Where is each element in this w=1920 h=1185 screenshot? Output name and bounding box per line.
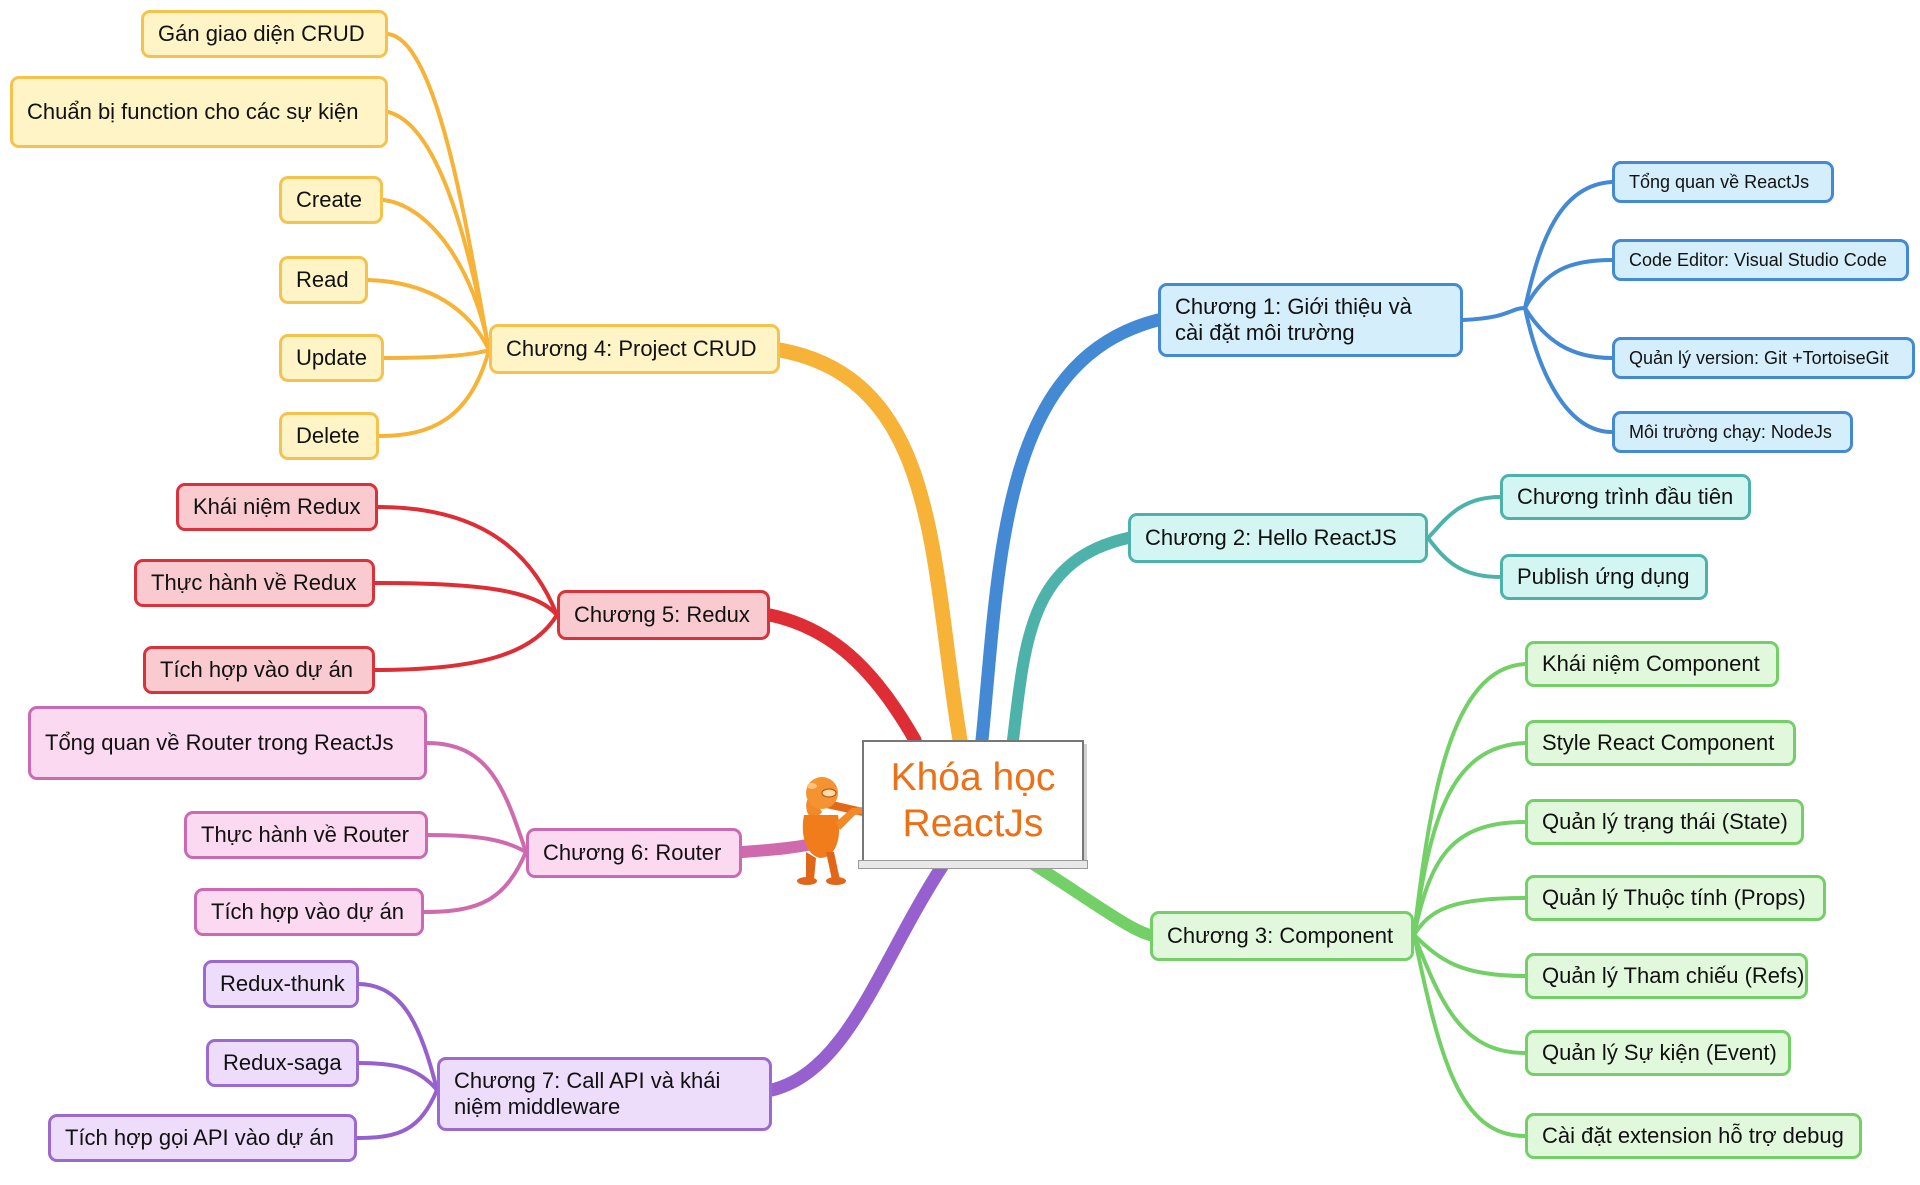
central-topic[interactable]: Khóa học ReactJs — [858, 740, 1088, 869]
chapter-3-item-7[interactable]: Cài đặt extension hỗ trợ debug — [1525, 1113, 1862, 1159]
chapter-3-item-3[interactable]: Quản lý trạng thái (State) — [1525, 799, 1804, 845]
chapter-3-item-6[interactable]: Quản lý Sự kiện (Event) — [1525, 1030, 1791, 1076]
chapter-4-item-4[interactable]: Read — [279, 256, 368, 304]
chapter-7-item-3[interactable]: Tích hợp gọi API vào dự án — [48, 1114, 357, 1162]
chapter-3-item-2[interactable]: Style React Component — [1525, 720, 1796, 766]
chapter-4-node[interactable]: Chương 4: Project CRUD — [489, 324, 780, 374]
chapter-4-leaf-connectors — [366, 32, 491, 438]
chapter-1-node[interactable]: Chương 1: Giới thiệu và cài đặt môi trườ… — [1158, 283, 1463, 357]
chapter-7-item-1[interactable]: Redux-thunk — [203, 960, 359, 1008]
branch-chapter-4 — [772, 342, 968, 748]
branch-chapter-7 — [765, 855, 952, 1097]
chapter-6-item-3[interactable]: Tích hợp vào dự án — [194, 888, 424, 936]
central-topic-line-1: Khóa học — [890, 756, 1056, 799]
chapter-5-item-1[interactable]: Khái niệm Redux — [176, 483, 378, 531]
board-ledge — [858, 860, 1088, 869]
chapter-4-item-5[interactable]: Update — [279, 334, 384, 382]
chapter-5-item-2[interactable]: Thực hành về Redux — [134, 559, 375, 607]
chapter-2-leaf-connectors — [1426, 495, 1502, 579]
chapter-1-leaf-connectors — [1461, 180, 1614, 434]
chapter-4-item-6[interactable]: Delete — [279, 412, 379, 460]
branch-chapter-5 — [763, 608, 922, 747]
chapter-1-item-1[interactable]: Tổng quan về ReactJs — [1612, 161, 1834, 203]
chapter-7-leaf-connectors — [355, 982, 439, 1140]
chapter-1-item-3[interactable]: Quản lý version: Git +TortoiseGit — [1612, 337, 1915, 379]
chapter-4-item-2[interactable]: Chuẩn bị function cho các sự kiện — [10, 76, 388, 148]
chapter-7-item-2[interactable]: Redux-saga — [206, 1039, 359, 1087]
chapter-3-item-5[interactable]: Quản lý Tham chiếu (Refs) — [1525, 953, 1808, 999]
chapter-5-leaf-connectors — [373, 505, 559, 672]
chapter-6-item-1[interactable]: Tổng quan về Router trong ReactJs — [28, 706, 427, 780]
chapter-6-item-2[interactable]: Thực hành về Router — [184, 811, 428, 859]
chapter-7-node[interactable]: Chương 7: Call API và khái niệm middlewa… — [437, 1057, 772, 1131]
chapter-6-node[interactable]: Chương 6: Router — [526, 828, 742, 878]
branch-chapter-2 — [1007, 532, 1134, 746]
chapter-3-item-4[interactable]: Quản lý Thuộc tính (Props) — [1525, 875, 1826, 921]
central-topic-line-2: ReactJs — [902, 802, 1044, 845]
branch-chapter-3 — [1024, 856, 1156, 941]
chapter-4-item-1[interactable]: Gán giao diện CRUD — [141, 10, 388, 58]
chapter-3-leaf-connectors — [1412, 662, 1527, 1138]
chapter-1-item-4[interactable]: Môi trường chạy: NodeJs — [1612, 411, 1853, 453]
chapter-6-leaf-connectors — [422, 741, 528, 914]
chapter-2-item-2[interactable]: Publish ứng dụng — [1500, 554, 1708, 600]
chapter-3-item-1[interactable]: Khái niệm Component — [1525, 641, 1779, 687]
chapter-2-node[interactable]: Chương 2: Hello ReactJS — [1128, 513, 1428, 563]
chapter-3-node[interactable]: Chương 3: Component — [1150, 911, 1414, 961]
chapter-1-item-2[interactable]: Code Editor: Visual Studio Code — [1612, 239, 1909, 281]
chapter-5-item-3[interactable]: Tích hợp vào dự án — [143, 646, 375, 694]
chapter-5-node[interactable]: Chương 5: Redux — [557, 590, 770, 640]
chapter-2-item-1[interactable]: Chương trình đầu tiên — [1500, 474, 1751, 520]
chapter-4-item-3[interactable]: Create — [279, 176, 383, 224]
branch-chapter-1 — [975, 313, 1165, 747]
